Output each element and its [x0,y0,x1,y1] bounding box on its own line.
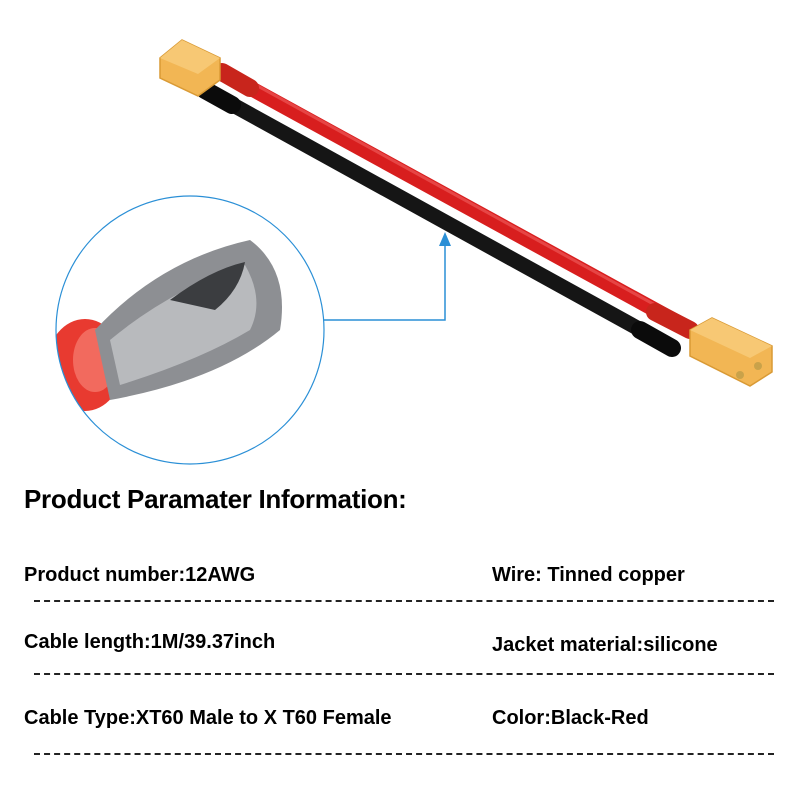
callout-arrow [324,232,451,321]
section-heading: Product Paramater Information: [24,484,407,514]
param-wire: Wire: Tinned copper [492,564,685,586]
xt60-female-connector [159,39,221,97]
xt60-male-connector [689,317,773,387]
cable [196,63,699,357]
param-cable-type: Cable Type:XT60 Male to X T60 Female [24,707,392,729]
param-cable-length: Cable length:1M/39.37inch [24,631,276,653]
black-wire [207,87,676,353]
param-color: Color:Black-Red [492,707,649,729]
divider [34,753,774,755]
param-product-number: Product number:12AWG [24,564,256,586]
product-illustration [55,39,773,465]
divider [34,673,774,675]
red-wire [224,70,696,336]
param-jacket-material: Jacket material:silicone [492,634,718,656]
divider [34,600,774,602]
magnified-strands-callout [55,195,325,465]
